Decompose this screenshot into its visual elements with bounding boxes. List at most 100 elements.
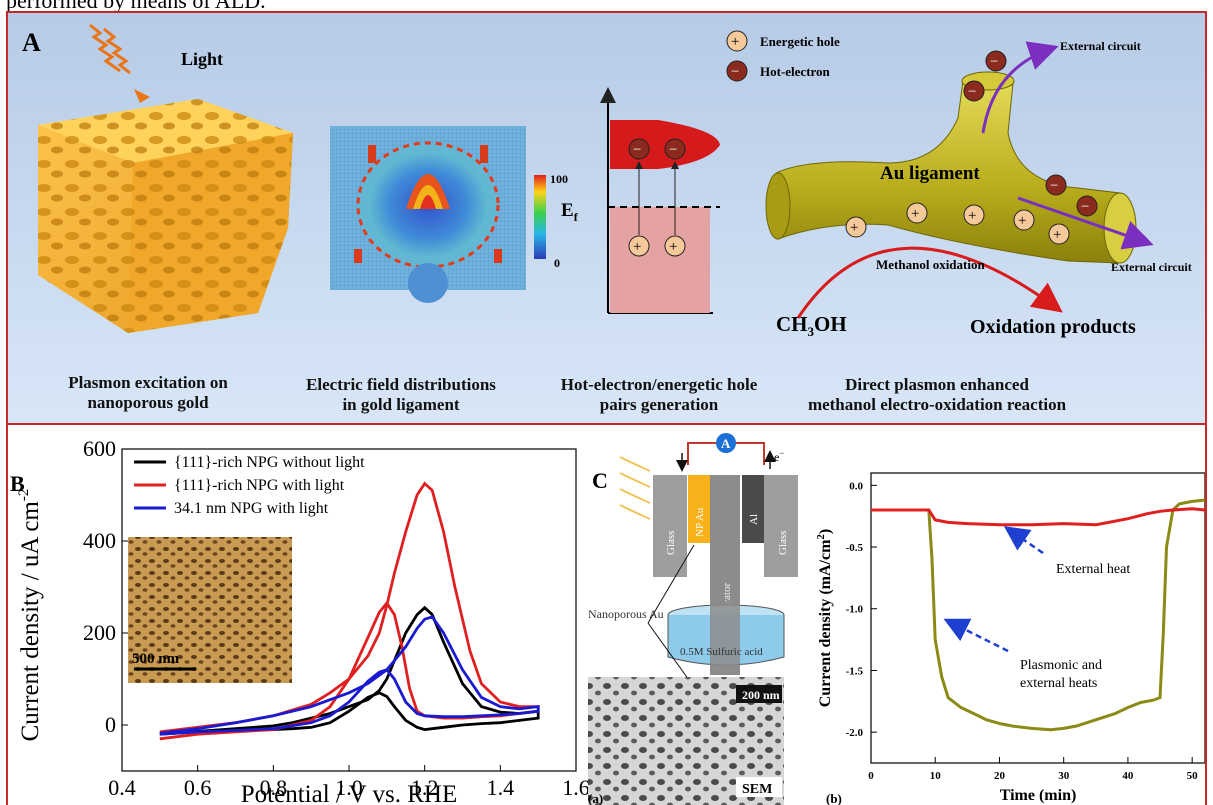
cv-x-tick-label: 1.6 — [562, 775, 590, 800]
au-ligament-label: Au ligament — [880, 163, 980, 184]
svg-text:A: A — [721, 436, 731, 451]
electron-label: e− — [774, 448, 784, 464]
cv-x-tick-label: 0.6 — [184, 775, 212, 800]
cv-x-tick-label: 1.4 — [487, 775, 515, 800]
cv-legend-label: {111}-rich NPG without light — [174, 454, 365, 471]
plasmonic-heat-label-1: Plasmonic and — [1020, 658, 1102, 673]
svg-text:+: + — [669, 239, 677, 255]
ct-x-tick-label: 30 — [1058, 770, 1070, 782]
svg-text:+: + — [1053, 227, 1061, 243]
cv-y-axis-label: Current density / uA cm-2 — [16, 489, 44, 742]
sem-label: SEM — [742, 782, 772, 797]
ct-x-tick-label: 10 — [930, 770, 942, 782]
hot-electron-distribution — [610, 120, 720, 169]
panel-a-illustration: A Light 100 0 — [22, 23, 1192, 339]
ammeter-icon[interactable] — [716, 433, 736, 453]
sub-a-label: (a) — [588, 791, 603, 805]
external-circuit-right-label: External circuit — [1111, 260, 1192, 274]
oxidation-products-label: Oxidation products — [970, 316, 1136, 338]
electron-legend-icon — [726, 60, 748, 82]
al-electrode — [742, 475, 764, 543]
ct-y-tick-label: -2.0 — [846, 727, 864, 739]
ct-y-tick-label: -1.5 — [846, 665, 864, 677]
electron-legend-label: Hot-electron — [760, 64, 831, 79]
cv-x-tick-label: 0.4 — [108, 775, 136, 800]
methanol-oxidation-label: Methanol oxidation — [876, 257, 985, 272]
ct-series-line-0 — [871, 498, 1205, 732]
svg-text:NP Au: NP Au — [694, 507, 706, 537]
cv-series-line-0 — [159, 605, 540, 736]
plasmonic-heat-arrow — [943, 618, 1009, 653]
svg-text:−: − — [633, 142, 641, 158]
svg-text:+: + — [1018, 213, 1026, 229]
svg-text:+: + — [850, 220, 858, 236]
hole-legend-icon — [726, 30, 748, 52]
solution-label: 0.5M Sulfuric acid — [680, 646, 763, 658]
cv-y-tick-label: 600 — [83, 436, 116, 461]
colorbar — [534, 175, 546, 259]
nanoporous-au-label: Nanoporous Au — [588, 607, 664, 621]
cv-series-line-2 — [159, 615, 540, 736]
panel-b-letter: B — [10, 471, 25, 496]
cv-legend-label: 34.1 nm NPG with light — [174, 500, 329, 517]
page-caption-top: performed by means of ALD. — [6, 0, 266, 13]
ct-x-tick-label: 40 — [1122, 770, 1134, 782]
pointer-line-down — [647, 622, 696, 689]
light-wave-icon — [89, 23, 121, 73]
reaction-arrow — [796, 246, 1063, 319]
cv-x-tick-label: 0.8 — [260, 775, 288, 800]
svg-text:Glass: Glass — [665, 531, 677, 555]
current-time-x-axis-label: Time (min) — [1000, 787, 1077, 804]
cv-y-tick-label: 200 — [83, 620, 116, 645]
panel-c: C A e− Glass NP Au Separator Al Glass 0.… — [588, 433, 798, 805]
external-heat-label: External heat — [1056, 562, 1130, 577]
fermi-label: Ef — [561, 200, 579, 224]
inset-scale-label: 500 nm — [132, 651, 180, 667]
electric-field-map — [330, 126, 526, 303]
svg-text:+: + — [731, 34, 739, 50]
sub-b-label: (b) — [826, 791, 842, 805]
cv-y-tick-label: 400 — [83, 528, 116, 553]
current-time-y-axis-label: Current density (mA/cm2) — [815, 529, 834, 708]
svg-text:−: − — [669, 142, 677, 158]
occupied-states-region — [610, 207, 710, 313]
colorbar-min-label: 0 — [554, 256, 560, 270]
ch3oh-label: CH3OH — [776, 312, 847, 339]
sem-scale-label: 200 nm — [742, 688, 780, 702]
panel-c-letter: C — [592, 468, 608, 493]
panel-a-letter: A — [22, 28, 41, 57]
ct-series-line-1 — [871, 507, 1205, 527]
ct-y-tick-label: -0.5 — [846, 542, 864, 554]
glass-left — [653, 475, 687, 577]
external-circuit-arrow-right — [1017, 196, 1154, 250]
svg-text:+: + — [968, 208, 976, 224]
pointer-line-up — [647, 544, 695, 624]
cv-x-tick-label: 1.0 — [335, 775, 363, 800]
ct-x-tick-label: 50 — [1187, 770, 1199, 782]
external-circuit-arrow-top — [981, 41, 1059, 134]
external-heat-arrow — [1003, 526, 1044, 555]
panel-a: A Light 100 0 — [6, 11, 1207, 425]
glass-right — [764, 475, 798, 577]
svg-text:−: − — [1081, 199, 1089, 215]
cv-inset-sem-image: 500 nm — [128, 537, 292, 683]
ct-x-tick-label: 20 — [994, 770, 1006, 782]
light-arrow-head — [134, 89, 150, 103]
np-au-electrode — [688, 475, 710, 543]
plasmonic-heat-label-2: external heats — [1020, 676, 1097, 691]
nanoporous-gold-cube — [38, 99, 293, 333]
light-label: Light — [181, 49, 223, 69]
current-time-chart-frame — [870, 472, 1205, 764]
cv-y-tick-label: 0 — [105, 712, 116, 737]
external-circuit-top-label: External circuit — [1060, 39, 1141, 53]
light-rays-icon — [619, 456, 651, 520]
ct-x-tick-label: 0 — [868, 770, 874, 782]
cv-x-tick-label: 1.2 — [411, 775, 439, 800]
svg-text:−: − — [1050, 178, 1058, 194]
svg-text:−: − — [968, 84, 976, 100]
